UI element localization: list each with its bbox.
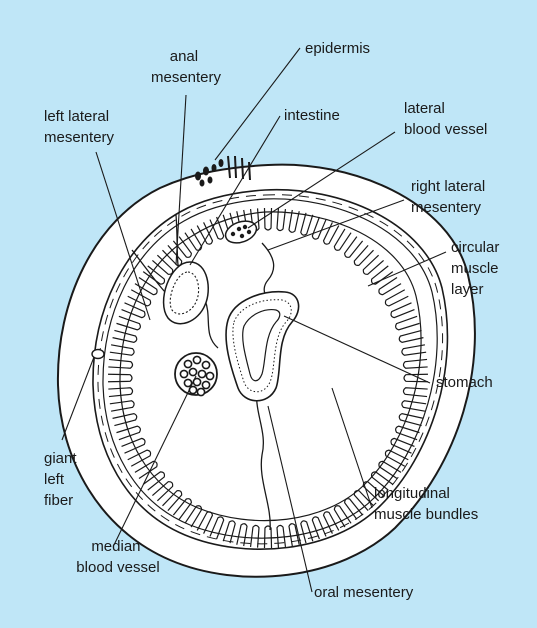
blood-cell (193, 356, 200, 363)
label-epidermis: epidermis (305, 40, 370, 57)
gland (219, 160, 223, 167)
gland (200, 180, 204, 186)
label-line: layer (451, 281, 484, 298)
label-line: circular (451, 239, 499, 256)
cell (243, 225, 247, 229)
label-intestine: intestine (284, 107, 340, 124)
blood-cell (202, 361, 209, 368)
label-line: muscle (451, 260, 499, 277)
cell (231, 232, 235, 236)
label-line: mesentery (151, 69, 222, 86)
label-line: epidermis (305, 40, 370, 57)
blood-cell (198, 370, 205, 377)
label-line: left lateral (44, 108, 109, 125)
median-blood-vessel (175, 353, 217, 396)
label-line: mesentery (411, 199, 482, 216)
blood-cell (184, 379, 191, 386)
cell (247, 230, 251, 234)
label-line: left (44, 471, 65, 488)
label-line: intestine (284, 107, 340, 124)
label-line: oral mesentery (314, 584, 414, 601)
label-line: mesentery (44, 129, 115, 146)
gland-line (249, 162, 250, 180)
label-line: median (91, 538, 140, 555)
cell (237, 227, 241, 231)
label-line: fiber (44, 492, 73, 509)
blood-cell (189, 368, 196, 375)
label-oral-mesentery: oral mesentery (314, 584, 414, 601)
label-line: stomach (436, 374, 493, 391)
label-stomach: stomach (436, 374, 493, 391)
blood-cell (184, 360, 191, 367)
label-line: blood vessel (404, 121, 487, 138)
blood-cell (206, 372, 213, 379)
gland (212, 165, 216, 172)
blood-cell (180, 370, 187, 377)
label-line: right lateral (411, 178, 485, 195)
label-line: anal (170, 48, 198, 65)
blood-cell (202, 381, 209, 388)
cell (240, 234, 244, 238)
gland (196, 172, 201, 180)
label-line: blood vessel (76, 559, 159, 576)
gland-line (235, 156, 236, 178)
gland (204, 167, 209, 175)
label-line: giant (44, 450, 77, 467)
label-line: muscle bundles (374, 506, 478, 523)
gland-line (242, 158, 243, 179)
gland (208, 177, 212, 183)
label-line: longitudinal (374, 485, 450, 502)
blood-cell (197, 388, 204, 395)
label-line: lateral (404, 100, 445, 117)
